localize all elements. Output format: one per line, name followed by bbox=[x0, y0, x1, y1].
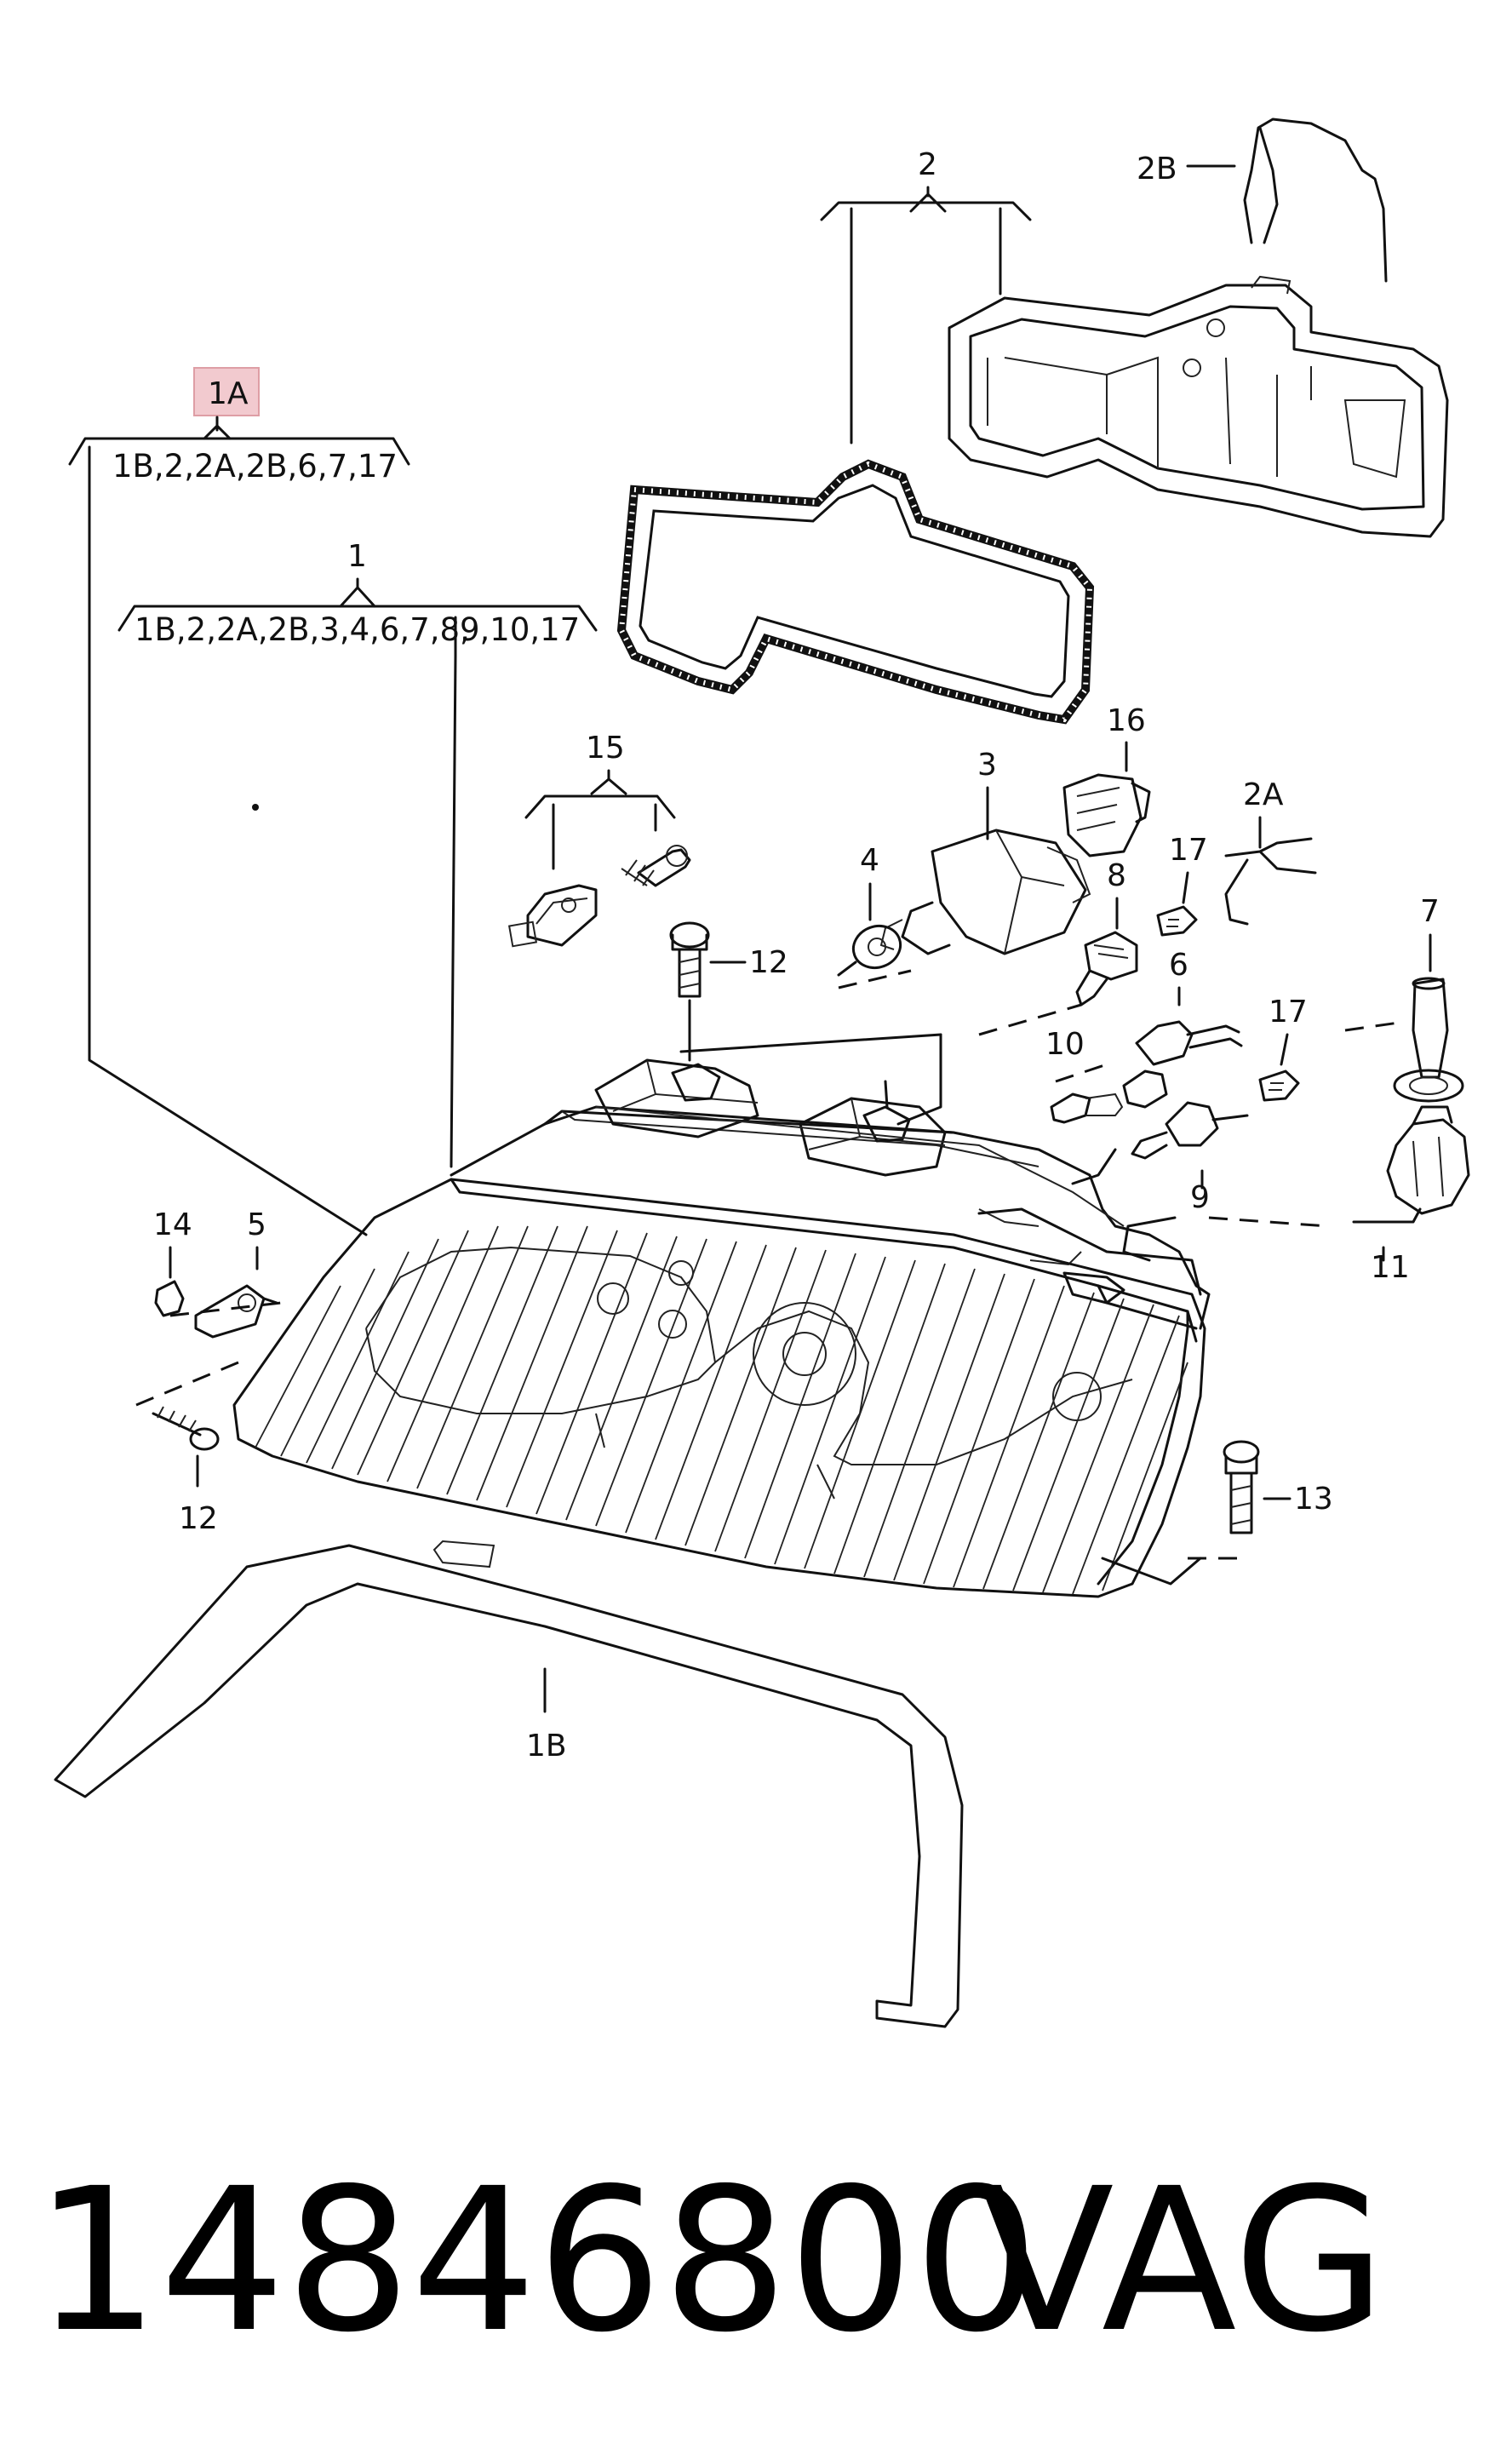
screw-12-left: 12 bbox=[135, 1361, 239, 1536]
clip-2a: 2A bbox=[1224, 777, 1317, 926]
housing-cover bbox=[948, 275, 1449, 538]
callout-1a-highlight-box bbox=[193, 367, 260, 416]
group-1-parts-list-a: 1B,2,2A,2B,3,4,6,7,8, bbox=[135, 611, 470, 648]
dashed-leaders bbox=[679, 969, 1406, 1262]
callout-2-bracket: 2 bbox=[820, 147, 1032, 444]
callout-16[interactable]: 16 bbox=[1107, 703, 1146, 738]
callout-5[interactable]: 5 bbox=[247, 1207, 266, 1242]
group-1a-parts-list: 1B,2,2A,2B,6,7,17 bbox=[112, 448, 398, 485]
callout-3[interactable]: 3 bbox=[977, 748, 997, 783]
callout-13[interactable]: 13 bbox=[1294, 1482, 1333, 1517]
screw-13: 13 bbox=[1101, 1440, 1333, 1586]
group-1-bracket: 1 1B,2,2A,2B,3,4,6,7,8, 9,10,17 bbox=[117, 539, 598, 1168]
callout-1a[interactable]: 1A bbox=[208, 376, 249, 411]
bracket-5 bbox=[194, 1284, 278, 1339]
bulb-9: 9 bbox=[1071, 1101, 1249, 1215]
clip-17-mid: 17 bbox=[1258, 995, 1308, 1102]
screw-12-top: 12 bbox=[669, 921, 788, 998]
callout-10[interactable]: 10 bbox=[1045, 1027, 1085, 1062]
callout-6[interactable]: 6 bbox=[1169, 948, 1188, 983]
callout-2b[interactable]: 2B bbox=[1137, 152, 1177, 186]
socket-6 bbox=[1135, 1020, 1243, 1066]
bracket-15-clip bbox=[507, 884, 598, 948]
group-15: 15 bbox=[507, 731, 691, 948]
callout-12-left[interactable]: 12 bbox=[179, 1501, 218, 1536]
callout-12-top[interactable]: 12 bbox=[749, 945, 788, 980]
callout-8[interactable]: 8 bbox=[1107, 858, 1126, 893]
socket-10b bbox=[1122, 1070, 1168, 1109]
trim-strip-1b: 1B bbox=[54, 1540, 964, 2028]
bulb-10 bbox=[1050, 1092, 1124, 1124]
group-14-5: 14 5 bbox=[153, 1207, 282, 1339]
callout-1[interactable]: 1 bbox=[347, 539, 367, 574]
motor-3 bbox=[879, 829, 1091, 955]
group-6-10: 6 10 bbox=[1045, 948, 1243, 1124]
callout-2a[interactable]: 2A bbox=[1243, 777, 1284, 812]
lens-hatch bbox=[255, 1225, 1188, 1595]
screw-15 bbox=[621, 845, 691, 887]
callout-7[interactable]: 7 bbox=[1420, 894, 1440, 929]
bulb-11 bbox=[1386, 1105, 1470, 1215]
callout-2[interactable]: 2 bbox=[918, 147, 937, 182]
callout-11[interactable]: 11 bbox=[1371, 1250, 1410, 1285]
group-1-parts-list-b: 9,10,17 bbox=[460, 611, 580, 648]
bulb-holder-4 bbox=[837, 924, 902, 977]
stray-dot bbox=[252, 804, 259, 811]
clip-2b: 2B bbox=[1137, 118, 1388, 283]
callout-17-mid[interactable]: 17 bbox=[1269, 995, 1308, 1029]
callout-9[interactable]: 9 bbox=[1190, 1180, 1210, 1215]
callout-1b[interactable]: 1B bbox=[526, 1729, 567, 1763]
clip-14 bbox=[154, 1280, 185, 1317]
bulb-8: 8 bbox=[1075, 858, 1138, 1006]
connector-16: 16 bbox=[1062, 703, 1151, 857]
headlight-housing bbox=[232, 999, 1211, 1598]
clip-17-top: 17 bbox=[1156, 833, 1208, 937]
group-7-11: 7 11 bbox=[1352, 894, 1470, 1285]
callout-14[interactable]: 14 bbox=[153, 1207, 192, 1242]
socket-7 bbox=[1393, 977, 1464, 1103]
callout-4[interactable]: 4 bbox=[860, 843, 879, 878]
group-1a-bracket: 1A 1B,2,2A,2B,6,7,17 bbox=[68, 367, 410, 1236]
callout-15[interactable]: 15 bbox=[586, 731, 625, 766]
brand-name: VAG bbox=[979, 2146, 1386, 2376]
group-3-4: 3 4 bbox=[837, 748, 1091, 977]
part-number: 14846800 bbox=[34, 2146, 1040, 2376]
gasket bbox=[616, 459, 1095, 725]
callout-17-top[interactable]: 17 bbox=[1169, 833, 1208, 868]
